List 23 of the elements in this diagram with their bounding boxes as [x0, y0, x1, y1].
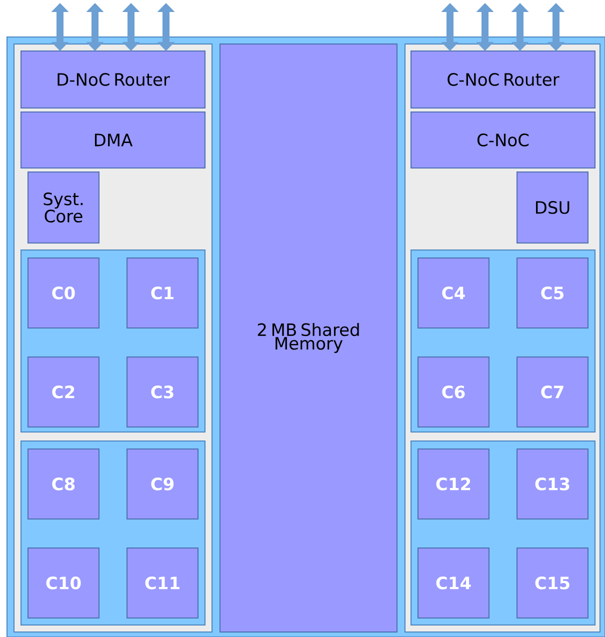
- core-box: C9: [126, 448, 198, 520]
- unit-box: DMA: [20, 112, 206, 168]
- core-box: C0: [28, 258, 100, 328]
- unit-box: C-NoC Router: [410, 50, 596, 108]
- unit-box: DSU: [516, 172, 588, 244]
- unit-box: D-NoC Router: [20, 50, 206, 108]
- core-box: C10: [28, 548, 100, 618]
- core-box: C13: [516, 448, 588, 520]
- unit-box: Syst. Core: [28, 172, 100, 244]
- core-box: C7: [516, 356, 588, 428]
- core-box: C3: [126, 356, 198, 428]
- core-box: C12: [418, 448, 490, 520]
- core-box: C1: [126, 258, 198, 328]
- core-box: C14: [418, 548, 490, 618]
- unit-box: C-NoC: [410, 112, 596, 168]
- core-box: C6: [418, 356, 490, 428]
- core-box: C5: [516, 258, 588, 328]
- core-box: C11: [126, 548, 198, 618]
- core-box: C2: [28, 356, 100, 428]
- core-box: C8: [28, 448, 100, 520]
- core-box: C15: [516, 548, 588, 618]
- core-box: C4: [418, 258, 490, 328]
- memory-block: 2 MB Shared Memory: [220, 44, 398, 632]
